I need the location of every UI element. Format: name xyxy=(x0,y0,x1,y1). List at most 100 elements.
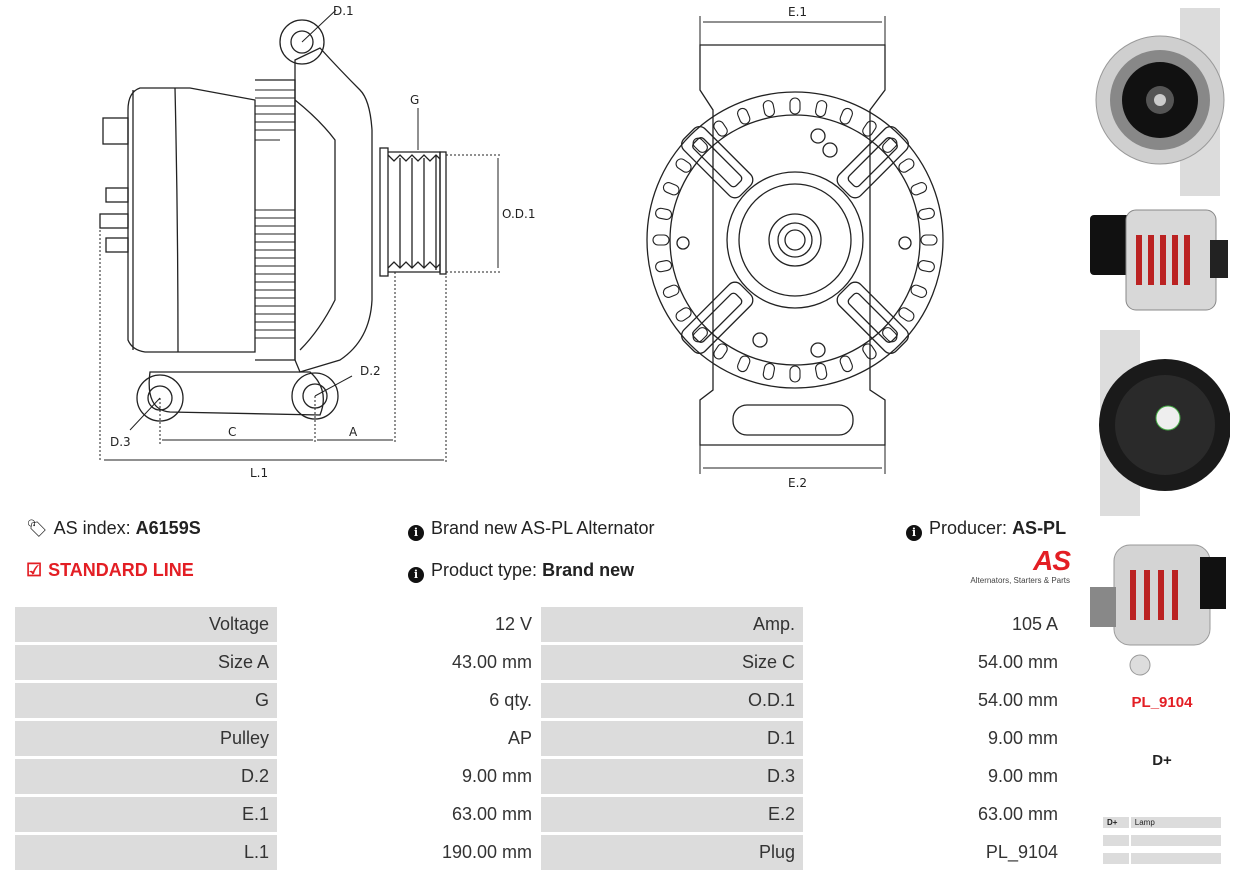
side-view-drawing: D.1 G O.D.1 D.2 D.3 C A L.1 xyxy=(99,4,535,480)
front-view-drawing: E.1 E.2 xyxy=(646,5,944,490)
spec-label: G xyxy=(15,683,277,718)
standard-line-text: STANDARD LINE xyxy=(48,560,194,580)
spec-label: D.2 xyxy=(15,759,277,794)
vent-slot xyxy=(713,120,728,137)
product-description: i Brand new AS-PL Alternator xyxy=(408,518,654,541)
product-type-label: Product type: xyxy=(431,560,538,580)
terminal-row xyxy=(1103,853,1221,864)
spec-value: AP xyxy=(277,721,540,756)
logo-tagline: Alternators, Starters & Parts xyxy=(970,576,1070,585)
spec-value: 190.00 mm xyxy=(277,835,540,870)
terminal-code xyxy=(1103,835,1129,846)
tags-icon: 🏷 xyxy=(26,519,48,538)
vent-slot xyxy=(839,355,853,373)
vent-slot xyxy=(655,207,673,220)
vent-slot xyxy=(920,234,938,246)
vent-slot xyxy=(862,343,877,360)
vent-slot xyxy=(662,182,680,196)
label-e1: E.1 xyxy=(788,5,807,19)
spec-value: 9.00 mm xyxy=(803,759,1066,794)
vent-slot xyxy=(675,307,692,322)
photo-front xyxy=(1090,8,1230,196)
vent-slot xyxy=(839,107,853,125)
label-c: C xyxy=(228,425,236,439)
spec-label: O.D.1 xyxy=(540,683,803,718)
standard-line-badge: ☑STANDARD LINE xyxy=(26,560,194,581)
terminal-code xyxy=(1103,853,1129,864)
vent-slot xyxy=(815,100,828,118)
product-type-value: Brand new xyxy=(542,560,635,580)
label-l1: L.1 xyxy=(250,466,268,480)
info-icon: i xyxy=(408,567,424,583)
vent-slot xyxy=(882,327,898,343)
vent-slot xyxy=(737,355,751,373)
spec-label: Size C xyxy=(540,645,803,680)
spec-label: L.1 xyxy=(15,835,277,870)
vent-slot xyxy=(882,137,898,153)
label-d1: D.1 xyxy=(333,4,354,18)
vent-slot xyxy=(737,107,751,125)
spec-value: 63.00 mm xyxy=(277,797,540,832)
vent-slot xyxy=(910,182,928,196)
vent-slot xyxy=(655,260,673,273)
spec-label: Voltage xyxy=(15,607,277,642)
terminal-desc xyxy=(1128,853,1221,864)
spec-value: 63.00 mm xyxy=(803,797,1066,832)
vent-slot xyxy=(762,100,775,118)
spec-value: 54.00 mm xyxy=(803,645,1066,680)
vent-slot xyxy=(917,207,935,220)
label-od1: O.D.1 xyxy=(502,207,535,221)
label-d3: D.3 xyxy=(110,435,131,449)
vent-slot xyxy=(898,158,915,173)
vent-slot xyxy=(898,307,915,322)
label-g: G xyxy=(410,93,419,107)
logo-mark: AS xyxy=(1033,545,1071,576)
photo-side xyxy=(1090,200,1230,322)
photo-angle xyxy=(1090,525,1230,685)
terminal-row: D+Lamp xyxy=(1103,817,1221,828)
description-text: Brand new AS-PL Alternator xyxy=(431,518,655,538)
terminal-desc xyxy=(1128,835,1221,846)
plug-code: PL_9104 xyxy=(1131,694,1193,711)
label-d2: D.2 xyxy=(360,364,381,378)
vent-slot xyxy=(917,260,935,273)
producer-label: Producer: xyxy=(929,518,1008,538)
spec-label: E.1 xyxy=(15,797,277,832)
vent-slot xyxy=(692,137,708,153)
info-icon: i xyxy=(408,525,424,541)
spec-label: D.1 xyxy=(540,721,803,756)
as-index: 🏷AS index: A6159S xyxy=(26,518,201,539)
label-a: A xyxy=(349,425,358,439)
vent-slot xyxy=(789,97,801,115)
spec-label: D.3 xyxy=(540,759,803,794)
terminal-row xyxy=(1103,835,1221,846)
terminal-table: D+Lamp xyxy=(1103,810,1221,871)
vent-slot xyxy=(662,284,680,298)
vent-slot xyxy=(815,362,828,380)
checkbox-icon: ☑ xyxy=(26,560,43,580)
spec-label: Plug xyxy=(540,835,803,870)
spec-label: E.2 xyxy=(540,797,803,832)
vent-slot xyxy=(862,120,877,137)
vent-slot xyxy=(762,362,775,380)
spec-label: Pulley xyxy=(15,721,277,756)
terminal-desc: Lamp xyxy=(1128,817,1221,828)
as-pl-logo: AS Alternators, Starters & Parts xyxy=(960,545,1071,586)
spec-value: 9.00 mm xyxy=(803,721,1066,756)
info-icon: i xyxy=(906,525,922,541)
spec-label: Amp. xyxy=(540,607,803,642)
spec-label: Size A xyxy=(15,645,277,680)
label-e2: E.2 xyxy=(788,476,807,490)
vent-slot xyxy=(789,365,801,383)
spec-value: 12 V xyxy=(277,607,540,642)
spec-value: 43.00 mm xyxy=(277,645,540,680)
